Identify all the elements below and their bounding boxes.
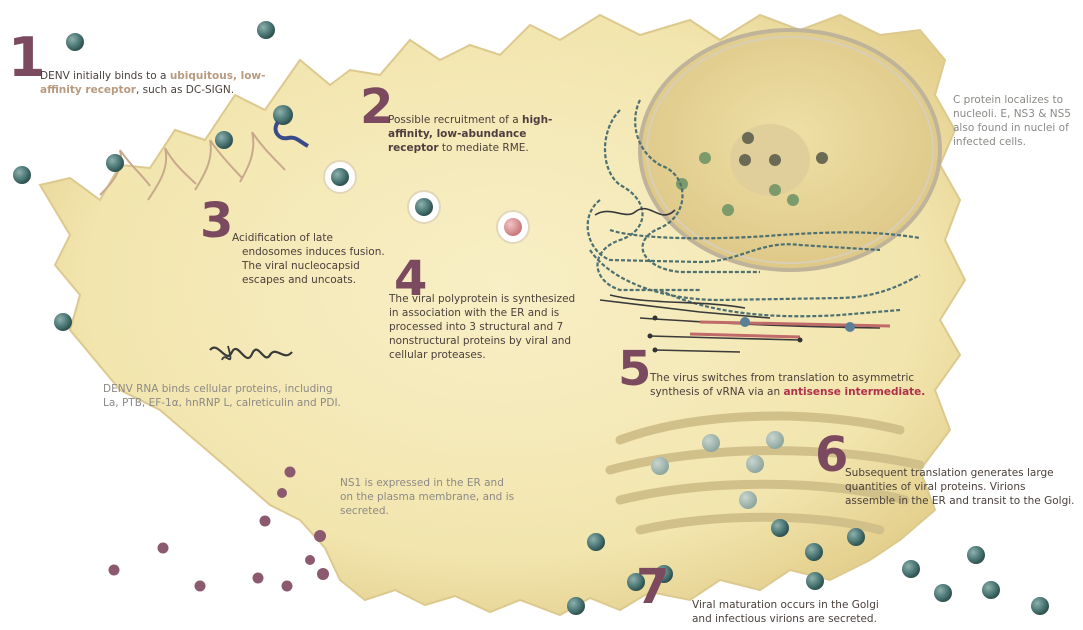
step-7-text: Viral maturation occurs in the Golgi and… bbox=[692, 598, 892, 626]
step-1-text-b: , such as DC-SIGN. bbox=[136, 84, 234, 96]
ns1-note: NS1 is expressed in the ER and on the pl… bbox=[340, 476, 520, 518]
step-2-text-a: Possible recruitment of a bbox=[388, 114, 522, 126]
step-3-number: 3 bbox=[200, 196, 233, 246]
step-2-text: Possible recruitment of a high-affinity,… bbox=[388, 113, 558, 155]
step-1-text: DENV initially binds to a ubiquitous, lo… bbox=[40, 69, 275, 97]
nucleus-virion bbox=[742, 132, 754, 144]
step-6-text: Subsequent translation generates large q… bbox=[845, 466, 1075, 508]
nucleus-virion bbox=[816, 152, 828, 164]
step-1-text-a: DENV initially binds to a bbox=[40, 70, 170, 82]
step-5-text: The virus switches from translation to a… bbox=[650, 371, 960, 399]
nucleus-virion bbox=[739, 154, 751, 166]
c-protein-note: C protein localizes to nucleoli. E, NS3 … bbox=[953, 93, 1073, 149]
step-4-text: The viral polyprotein is synthesized in … bbox=[389, 292, 577, 362]
step-2-text-b: to mediate RME. bbox=[439, 142, 529, 154]
step-7-number: 7 bbox=[636, 562, 669, 612]
nucleus-virion bbox=[722, 204, 734, 216]
rna-binding-note: DENV RNA binds cellular proteins, includ… bbox=[103, 382, 343, 410]
step-3-text: Acidification of late endosomes induces … bbox=[232, 231, 394, 287]
nucleus-virion bbox=[769, 184, 781, 196]
nucleus-virion bbox=[699, 152, 711, 164]
step-5-highlight: antisense intermediate. bbox=[783, 386, 925, 398]
nucleus-virion bbox=[769, 154, 781, 166]
step-5-number: 5 bbox=[618, 344, 651, 394]
nucleus-virion bbox=[787, 194, 799, 206]
step-6-number: 6 bbox=[815, 430, 848, 480]
